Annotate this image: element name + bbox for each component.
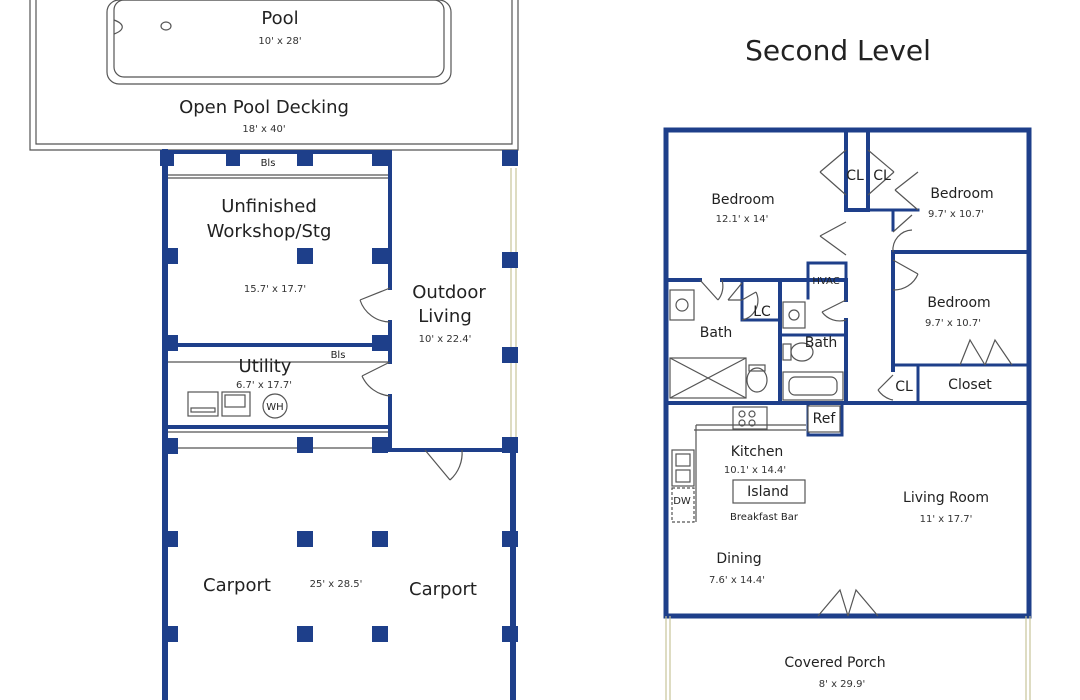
kitchen-sink-icon xyxy=(671,449,695,487)
pool-deck-label: Open Pool Decking xyxy=(179,97,349,118)
bedroom3-label: Bedroom xyxy=(927,295,990,311)
dishwasher-icon xyxy=(671,487,695,523)
covered-porch-dim: 8' x 29.9' xyxy=(819,679,865,690)
left-building-walls xyxy=(162,149,517,700)
level-title: Second Level xyxy=(745,34,931,67)
bath2-sink-icon xyxy=(782,301,806,329)
hvac-label: HVAC xyxy=(812,276,839,287)
living-room-dim: 11' x 17.7' xyxy=(920,514,973,525)
water-heater-label: WH xyxy=(266,402,283,413)
workshop-label-line2: Workshop/Stg xyxy=(207,221,332,242)
island-icon xyxy=(732,479,806,504)
closet1-label: CL xyxy=(846,168,864,184)
pool-dim: 10' x 28' xyxy=(258,36,301,47)
bls-utility-label: Bls xyxy=(331,350,346,361)
pool-outline xyxy=(106,0,452,85)
living-room-label: Living Room xyxy=(903,490,989,506)
carport-dim: 25' x 28.5' xyxy=(310,579,363,590)
left-building-doors xyxy=(359,287,463,481)
outdoor-living-label-line1: Outdoor xyxy=(412,282,486,303)
bedroom1-label: Bedroom xyxy=(711,192,774,208)
utility-label: Utility xyxy=(239,356,292,377)
utility-dim: 6.7' x 17.7' xyxy=(236,380,292,391)
range-icon xyxy=(732,406,768,430)
bedroom1-dim: 12.1' x 14' xyxy=(716,214,769,225)
refrigerator-label: Ref xyxy=(813,411,837,427)
closet2-label: CL xyxy=(873,168,891,184)
second-level-doors xyxy=(699,149,1013,617)
breakfast-bar-label: Breakfast Bar xyxy=(730,512,799,523)
dishwasher-label: DW xyxy=(673,496,691,507)
dryer-icon xyxy=(221,391,251,417)
carport-right-label: Carport xyxy=(409,579,477,600)
left-building-pillars xyxy=(160,150,518,642)
dining-label: Dining xyxy=(716,551,761,567)
bedroom2-dim: 9.7' x 10.7' xyxy=(928,209,984,220)
pool-deck-area xyxy=(29,0,519,151)
bedroom2-label: Bedroom xyxy=(930,186,993,202)
workshop-label-line1: Unfinished xyxy=(221,196,317,217)
pool-deck-dim: 18' x 40' xyxy=(242,124,285,135)
island-label: Island xyxy=(747,484,789,500)
bath2-label: Bath xyxy=(805,335,838,351)
water-heater-icon xyxy=(262,393,288,419)
bath1-toilet-icon xyxy=(746,367,768,393)
linen-closet-label: LC xyxy=(753,304,771,320)
covered-porch-label: Covered Porch xyxy=(784,655,885,671)
closet-label: Closet xyxy=(948,377,992,393)
bedroom3-dim: 9.7' x 10.7' xyxy=(925,318,981,329)
refrigerator-icon xyxy=(807,405,841,433)
carport-left-label: Carport xyxy=(203,575,271,596)
pool-label: Pool xyxy=(261,8,298,29)
outdoor-living-label-line2: Living xyxy=(418,306,472,327)
closet3-label: CL xyxy=(895,379,913,395)
bls-top-label: Bls xyxy=(261,158,276,169)
outdoor-living-dim: 10' x 22.4' xyxy=(419,334,472,345)
kitchen-dim: 10.1' x 14.4' xyxy=(724,465,786,476)
pool-drain-icon xyxy=(160,21,172,31)
utility-fixtures xyxy=(187,391,288,419)
dining-dim: 7.6' x 14.4' xyxy=(709,575,765,586)
bath1-label: Bath xyxy=(700,325,733,341)
bath2-tub-icon xyxy=(782,371,844,401)
bath1-sink-icon xyxy=(669,289,695,321)
kitchen-label: Kitchen xyxy=(731,444,784,460)
second-level-fixtures xyxy=(669,289,844,523)
workshop-dim: 15.7' x 17.7' xyxy=(244,284,306,295)
